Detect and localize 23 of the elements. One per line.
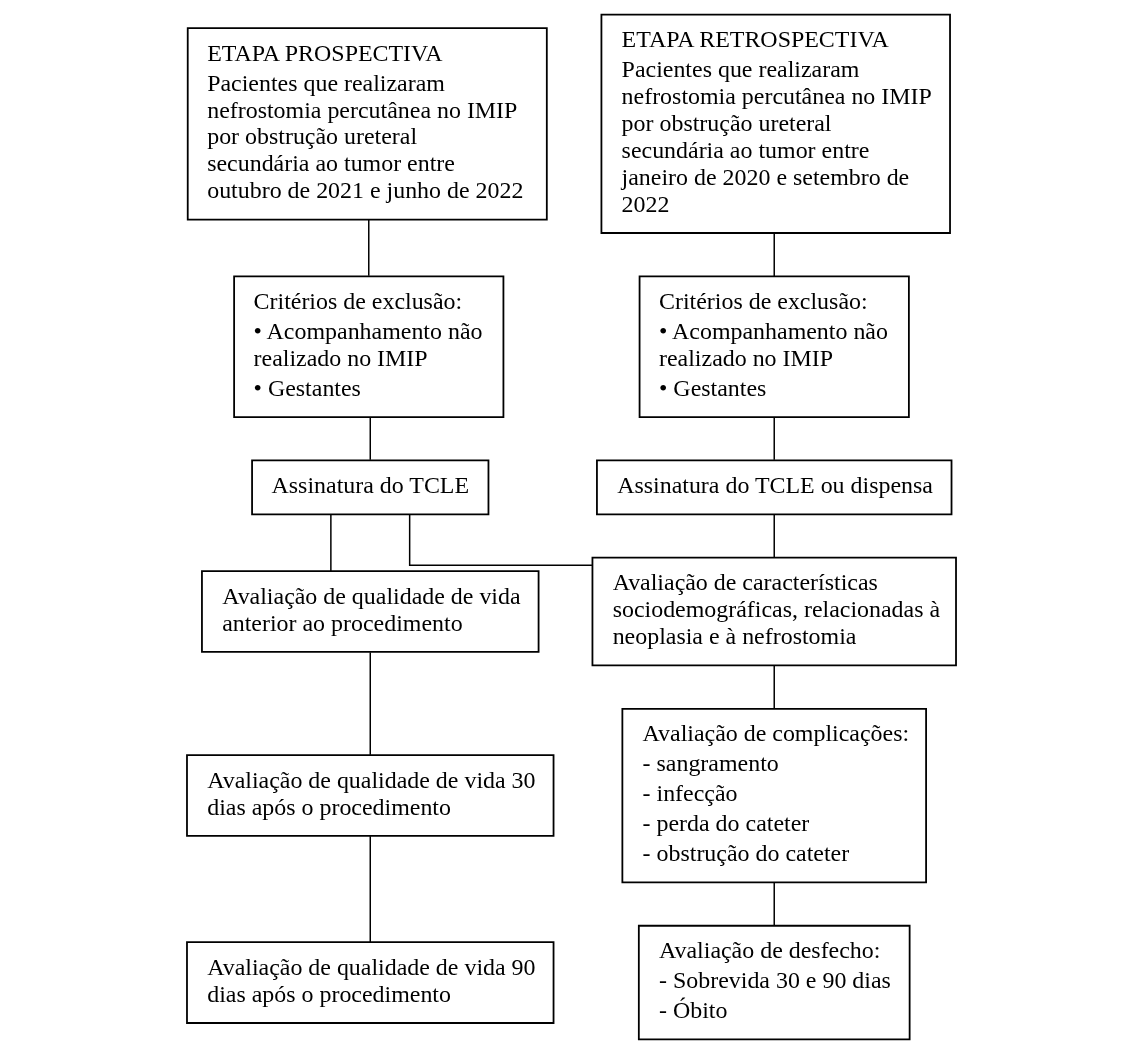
node-box: Avaliação de complicações: - sangramento - infecção - perda do cateter - obstrução do cateter: [620, 707, 927, 884]
connector: [773, 416, 775, 461]
node-box: Assinatura do TCLE: [250, 459, 489, 516]
node-box: ETAPA PROSPECTIVA Pacientes que realizaram nefrostomia percutânea no IMIP por obstrução ureteral secundária ao tumor entre outubro de 2021 e junho de 2022: [186, 27, 548, 221]
node-box: Avaliação de qualidade de vida 30 dias após o procedimento: [185, 754, 554, 837]
node-box: Avaliação de qualidade de vida 90 dias após o procedimento: [185, 941, 554, 1024]
node-box: Avaliação de características sociodemográficas, relacionadas à neoplasia e à nefrostomia: [591, 556, 957, 667]
connector: [773, 665, 775, 709]
node-box: Critérios de exclusão: • Acompanhamento não realizado no IMIP • Gestantes: [638, 275, 910, 418]
node-box: Critérios de exclusão: • Acompanhamento não realizado no IMIP • Gestantes: [232, 275, 504, 418]
node-box: Assinatura do TCLE ou dispensa: [595, 459, 952, 516]
connector: [369, 651, 371, 756]
connector: [329, 513, 332, 572]
node-box: ETAPA RETROSPECTIVA Pacientes que realizaram nefrostomia percutânea no IMIP por obstrução ureteral secundária ao tumor entre janeiro de 2020 e setembro de 2022: [600, 13, 951, 234]
connector: [408, 513, 593, 566]
connector: [773, 881, 775, 926]
connector: [367, 218, 369, 277]
connector: [773, 513, 775, 559]
node-box: Avaliação de qualidade de vida anterior ao procedimento: [200, 570, 539, 653]
connector: [369, 416, 371, 461]
node-box: Avaliação de desfecho: - Sobrevida 30 e 90 dias - Óbito: [637, 924, 911, 1041]
connector: [773, 232, 775, 277]
connector: [369, 835, 371, 943]
